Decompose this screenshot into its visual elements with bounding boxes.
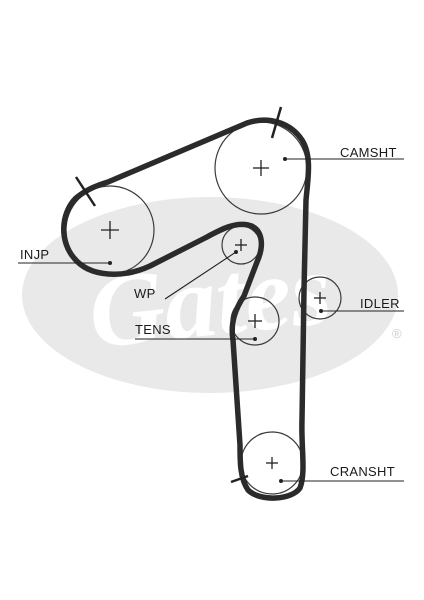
camsht-timing-mark <box>270 106 283 139</box>
camsht-center-cross <box>253 160 269 176</box>
injp-timing-mark <box>74 176 97 207</box>
cransht-center-cross <box>266 457 278 469</box>
cransht-leader-dot <box>279 479 283 483</box>
watermark-brand: Gates <box>83 231 336 371</box>
wp-center-cross <box>235 239 247 251</box>
idler-pulley <box>298 276 342 320</box>
injp-label: INJP <box>20 247 49 262</box>
wp-leader-dot <box>234 250 238 254</box>
tens-leader-dot <box>253 337 257 341</box>
idler-label: IDLER <box>360 296 400 311</box>
gates-watermark: Gates ® <box>22 197 402 393</box>
camsht-leader-dot <box>283 157 287 161</box>
tens-label: TENS <box>135 322 171 337</box>
idler-leader-dot <box>319 309 323 313</box>
wp-label: WP <box>134 286 156 301</box>
watermark-registered-mark: ® <box>392 326 402 341</box>
injp-center-cross <box>101 221 119 239</box>
wp-leader-line <box>164 251 237 300</box>
cransht-timing-mark <box>230 474 249 484</box>
cransht-label: CRANSHT <box>330 464 395 479</box>
timing-belt <box>61 117 312 501</box>
idler-center-cross <box>314 292 326 304</box>
tens-center-cross <box>248 314 262 328</box>
injp-leader-dot <box>108 261 112 265</box>
camsht-label: CAMSHT <box>340 145 397 160</box>
